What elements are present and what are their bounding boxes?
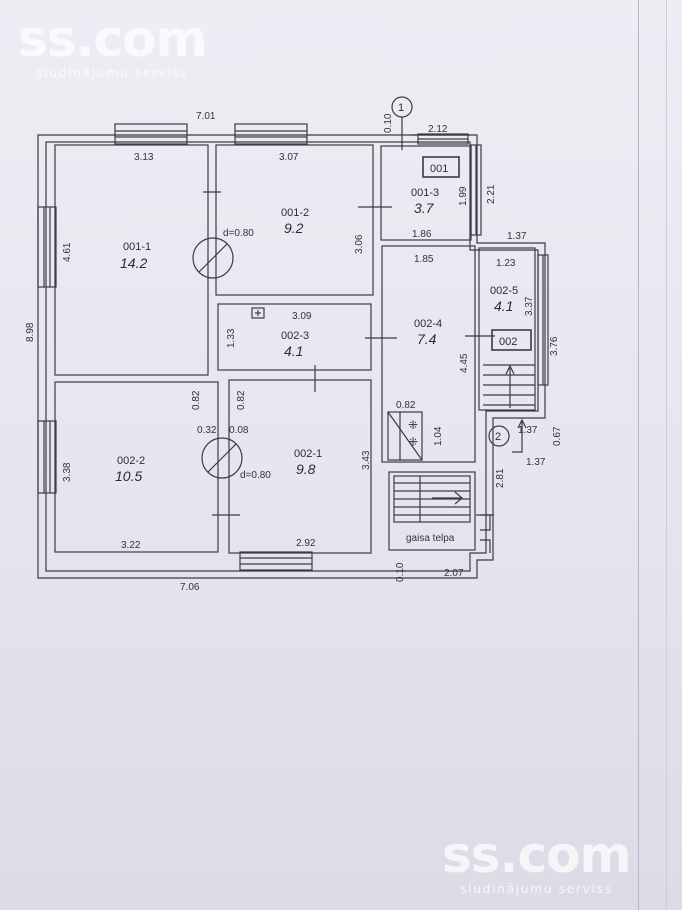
dim-082-a: 0.82 xyxy=(191,390,202,410)
chimney-lower xyxy=(201,437,243,479)
dim-212: 2.12 xyxy=(428,124,448,135)
room-002-4 xyxy=(381,245,476,463)
room-002-5-area: 4.1 xyxy=(494,298,513,314)
dim-322: 3.22 xyxy=(121,540,141,551)
door-width-lower: d=0.80 xyxy=(240,470,271,481)
window-top-left xyxy=(114,123,188,145)
dim-010-top: 0.10 xyxy=(383,113,394,133)
dim-067: 0.67 xyxy=(552,426,563,446)
dim-104: 1.04 xyxy=(433,426,444,446)
room-002-1-id: 002-1 xyxy=(294,448,322,460)
dim-337: 3.37 xyxy=(524,296,535,316)
room-002-3-area: 4.1 xyxy=(284,343,303,359)
room-001-2-area: 9.2 xyxy=(284,220,304,236)
room-002-3-id: 002-3 xyxy=(281,330,309,342)
inner-stair xyxy=(387,411,423,461)
dim-343: 3.43 xyxy=(361,450,372,470)
air-space-stair xyxy=(393,475,471,523)
room-001-1-area: 14.2 xyxy=(120,255,147,271)
room-002-5 xyxy=(478,247,536,411)
air-space-label: gaisa telpa xyxy=(406,533,455,544)
dim-313: 3.13 xyxy=(134,152,154,163)
watermark-bottom: ss.com sludinājumu serviss xyxy=(442,826,632,896)
room-002-5-id: 002-5 xyxy=(490,285,518,297)
room-001-1 xyxy=(54,144,209,376)
dim-307: 3.07 xyxy=(279,152,299,163)
window-bottom xyxy=(239,551,313,571)
watermark-brand: ss.com xyxy=(442,826,632,884)
dim-137-bot: 1.37 xyxy=(526,457,546,468)
room-002-2 xyxy=(54,381,219,553)
room-001-1-id: 001-1 xyxy=(123,241,151,253)
dim-082-c: 0.82 xyxy=(396,400,416,411)
dim-left-total: 8.98 xyxy=(25,322,36,342)
outer-wall-inner xyxy=(45,141,539,572)
air-space-bracket xyxy=(480,514,491,531)
window-right-stair xyxy=(537,254,549,386)
room-002-3 xyxy=(217,303,372,371)
watermark-top: ss.com sludinājumu serviss xyxy=(18,10,208,80)
marker-2-label: 2 xyxy=(495,431,501,443)
room-002-2-id: 002-2 xyxy=(117,455,145,467)
dim-137-top: 1.37 xyxy=(507,231,527,242)
dim-082-b: 0.82 xyxy=(236,390,247,410)
room-002-4-id: 002-4 xyxy=(414,318,442,330)
dim-376: 3.76 xyxy=(549,336,560,356)
room-002-1-area: 9.8 xyxy=(296,461,316,477)
watermark-subtitle: sludinājumu serviss xyxy=(36,65,189,80)
dim-199: 1.99 xyxy=(458,186,469,206)
dim-185: 1.85 xyxy=(414,254,434,265)
heater-mark: ⁜ xyxy=(408,435,418,449)
dim-133: 1.33 xyxy=(226,328,237,348)
dim-010-bot: 0.10 xyxy=(395,562,406,582)
window-top-mid xyxy=(234,123,308,145)
room-002-2-area: 10.5 xyxy=(115,468,142,484)
dim-032: 0.32 xyxy=(197,425,217,436)
dim-221: 2.21 xyxy=(486,184,497,204)
page-edge-line xyxy=(666,0,667,910)
dim-top-total: 7.01 xyxy=(196,111,216,122)
unit-001-tag: 001 xyxy=(430,163,448,175)
dim-306: 3.06 xyxy=(354,234,365,254)
room-001-3-id: 001-3 xyxy=(411,187,439,199)
window-left-upper xyxy=(37,206,57,288)
window-left-lower xyxy=(37,420,57,494)
outer-wall-outer xyxy=(37,134,546,579)
unit-002-tag: 002 xyxy=(499,336,517,348)
dim-137-mid: 1.37 xyxy=(518,425,538,436)
dim-186: 1.86 xyxy=(412,229,432,240)
window-right-upper xyxy=(470,144,482,236)
unit-001-box xyxy=(422,156,460,178)
page-edge-line xyxy=(638,0,639,910)
dim-281: 2.81 xyxy=(495,468,506,488)
dim-338: 3.38 xyxy=(62,462,73,482)
air-space xyxy=(388,471,476,551)
unit-002-box xyxy=(491,329,532,351)
dim-008: 0.08 xyxy=(229,425,249,436)
marker-1-label: 1 xyxy=(398,102,404,114)
watermark-brand: ss.com xyxy=(18,10,208,68)
watermark-subtitle: sludinājumu serviss xyxy=(460,881,613,896)
dim-461: 4.61 xyxy=(62,242,73,262)
dim-bottom-total: 7.06 xyxy=(180,582,200,593)
marker-2-circle xyxy=(488,425,510,447)
dim-309: 3.09 xyxy=(292,311,312,322)
heater-mark: ⁜ xyxy=(408,418,418,432)
dim-207: 2.07 xyxy=(444,568,464,579)
room-001-3-area: 3.7 xyxy=(414,200,435,216)
electric-box xyxy=(251,307,265,319)
door-width-upper: d=0.80 xyxy=(223,228,254,239)
room-002-1 xyxy=(228,379,372,554)
dim-123: 1.23 xyxy=(496,258,516,269)
room-002-4-area: 7.4 xyxy=(417,331,437,347)
chimney-upper xyxy=(192,237,234,279)
dim-445: 4.45 xyxy=(459,353,470,373)
dim-292: 2.92 xyxy=(296,538,316,549)
room-001-2 xyxy=(215,144,374,296)
room-001-2-id: 001-2 xyxy=(281,207,309,219)
window-top-right xyxy=(417,133,469,145)
entrance-stair xyxy=(483,364,535,408)
